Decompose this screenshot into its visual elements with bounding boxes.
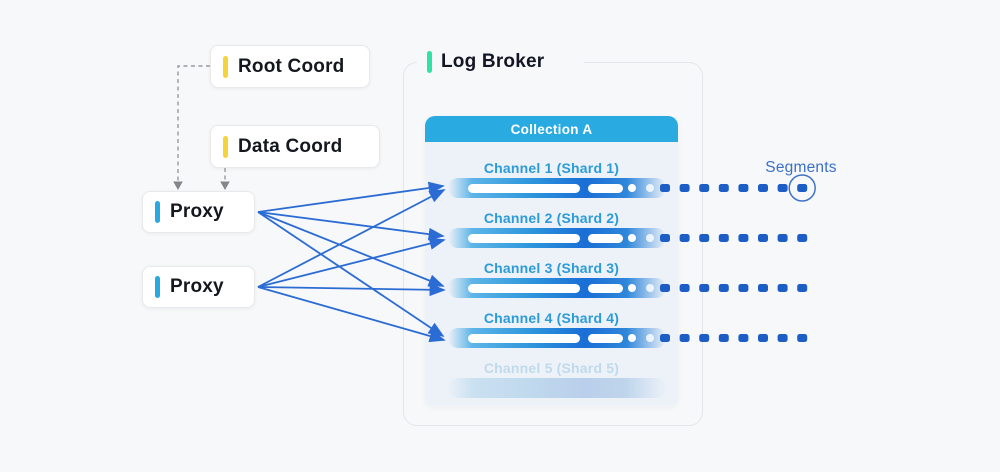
log-broker-title: Log Broker (441, 51, 545, 72)
proxy-node-1: Proxy (142, 191, 255, 233)
segment-dot (758, 284, 768, 292)
yellow-accent-bar-icon (223, 135, 228, 158)
message-dot (628, 334, 636, 342)
channel-stream-bar (448, 178, 666, 198)
segment-dot (718, 284, 729, 292)
channel-label: Channel 2 (Shard 2) (483, 210, 620, 226)
proxy-node-2: Proxy (142, 266, 255, 308)
channel-stream-bar (448, 378, 666, 398)
segment-dot (797, 334, 808, 342)
segments-label: Segments (765, 159, 837, 176)
message-pill (468, 283, 580, 293)
segment-dot (777, 284, 788, 292)
yellow-accent-bar-icon (223, 55, 228, 78)
blue-accent-bar-icon (155, 201, 160, 223)
channel-label: Channel 1 (Shard 1) (483, 160, 620, 176)
message-dot (646, 234, 654, 242)
segment-dot (738, 284, 749, 292)
segment-dot (718, 334, 729, 342)
proxy-1-label: Proxy (170, 201, 224, 222)
mint-accent-bar-icon (427, 51, 432, 73)
message-pill (468, 333, 580, 343)
collection-header: Collection A (425, 116, 678, 142)
segment-dot (777, 234, 788, 242)
segment-dot (777, 334, 788, 342)
message-pill (588, 183, 623, 193)
root-coord-label: Root Coord (238, 55, 345, 77)
message-dot (646, 284, 654, 292)
channel-label: Channel 3 (Shard 3) (483, 260, 620, 276)
message-pill (588, 233, 623, 243)
data-coord-node: Data Coord (210, 125, 380, 168)
highlighted-segment-circle (788, 174, 816, 202)
channel-label: Channel 4 (Shard 4) (483, 310, 620, 326)
segment-dot (718, 234, 729, 242)
segment-dot (797, 184, 808, 192)
segment-dot (797, 234, 808, 242)
message-dot (646, 184, 654, 192)
message-pill (468, 183, 580, 193)
blue-accent-bar-icon (155, 276, 160, 298)
segment-dot (797, 284, 808, 292)
segment-dot (758, 184, 768, 192)
dashed-arrowhead-icon (173, 181, 183, 190)
message-dot (646, 334, 654, 342)
proxy-2-label: Proxy (170, 276, 224, 297)
channel-stream-bar (448, 328, 666, 348)
segment-dot (777, 184, 788, 192)
channel-stream-bar (448, 278, 666, 298)
channel-label: Channel 5 (Shard 5) (483, 360, 620, 376)
channel-stream-bar (448, 228, 666, 248)
message-dot (628, 184, 636, 192)
coord-to-proxy-dashed-line (177, 65, 210, 181)
segment-dot (738, 184, 749, 192)
message-pill (468, 233, 580, 243)
message-pill (588, 283, 623, 293)
data-coord-label: Data Coord (238, 135, 343, 157)
dashed-arrowhead-icon (220, 181, 230, 190)
message-dot (628, 284, 636, 292)
message-pill (588, 333, 623, 343)
root-coord-node: Root Coord (210, 45, 370, 88)
segment-dot (738, 234, 749, 242)
message-dot (628, 234, 636, 242)
log-broker-legend: Log Broker (417, 49, 585, 75)
collection-panel: Collection A (425, 116, 678, 406)
segment-dot (758, 334, 768, 342)
segment-dot (718, 184, 729, 192)
segment-dot (758, 234, 768, 242)
segment-dot (738, 334, 749, 342)
